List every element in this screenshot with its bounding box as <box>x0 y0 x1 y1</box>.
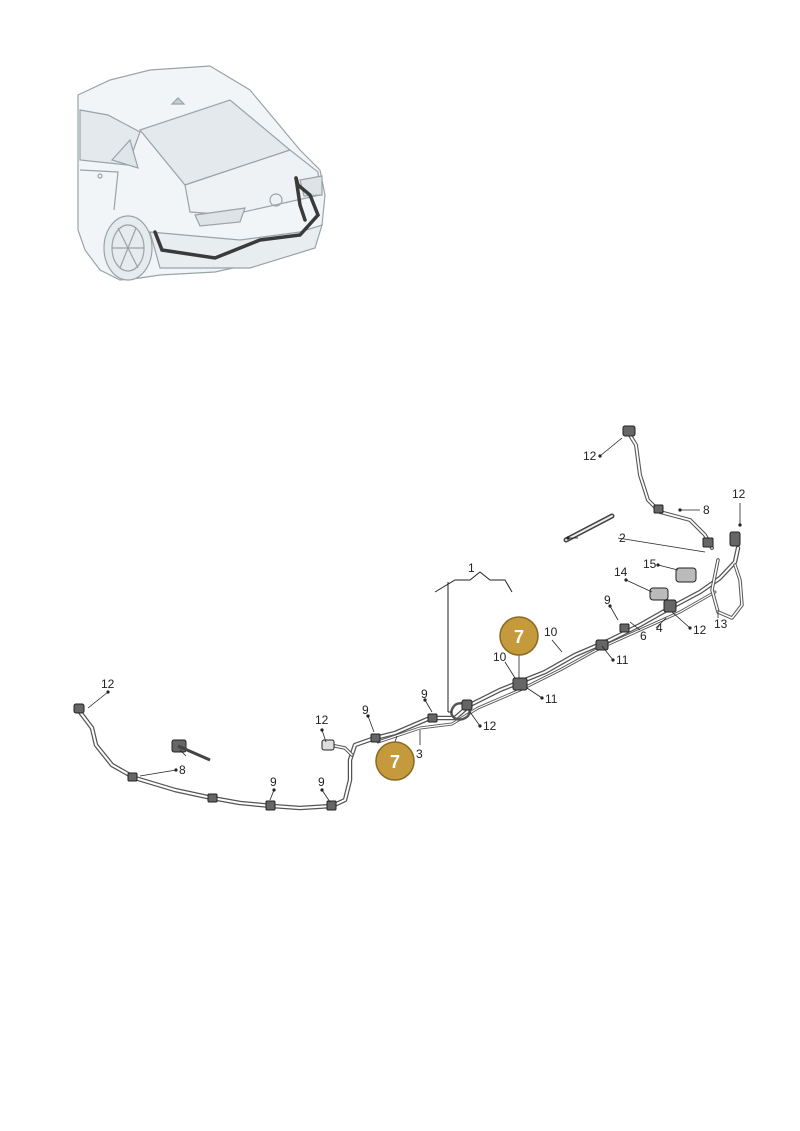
clip <box>461 699 473 711</box>
callout-1: 1 <box>468 561 475 575</box>
callout-11-upper: 11 <box>616 653 629 667</box>
clip <box>427 713 438 723</box>
callout-4: 4 <box>656 621 663 635</box>
connector-top-end <box>622 425 636 437</box>
callout-9-left-mid: 9 <box>362 703 369 717</box>
callout-8-left: 8 <box>179 763 186 777</box>
callout-15: 15 <box>643 557 657 571</box>
connector-block <box>595 639 609 651</box>
callout-9-mid: 9 <box>421 687 428 701</box>
callout-12-mid: 12 <box>483 719 497 733</box>
connector-sensor <box>649 587 669 601</box>
connector-block <box>512 677 528 691</box>
connector-block <box>663 599 677 613</box>
clip <box>702 537 714 548</box>
clip <box>326 800 337 811</box>
connector-plug <box>321 739 335 751</box>
callout-13: 13 <box>714 617 728 631</box>
leader-lines <box>87 437 741 803</box>
clip <box>127 772 138 782</box>
connector-sensor <box>675 567 697 583</box>
clip <box>265 800 276 811</box>
callout-6: 6 <box>640 629 647 643</box>
callout-9-right: 9 <box>604 593 611 607</box>
callout-12-left-mid: 12 <box>315 713 329 727</box>
callout-12-top: 12 <box>583 449 597 463</box>
badge-7-lower: 7 <box>375 735 415 781</box>
callout-2: 2 <box>619 531 626 545</box>
connector-left-end <box>73 703 85 714</box>
clip <box>370 733 381 743</box>
callout-10-lower: 10 <box>493 650 507 664</box>
callout-3: 3 <box>416 747 423 761</box>
callout-14: 14 <box>614 565 628 579</box>
car-thumbnail <box>77 65 326 281</box>
connector-block <box>729 531 741 547</box>
clip <box>619 623 630 633</box>
callout-9-bottom-a: 9 <box>270 775 277 789</box>
badge-7-upper-text: 7 <box>514 627 524 647</box>
callout-11-lower: 11 <box>545 692 558 706</box>
callout-12-left: 12 <box>101 677 115 691</box>
clip <box>207 793 218 803</box>
badge-7-lower-text: 7 <box>390 752 400 772</box>
clip <box>653 504 664 514</box>
main-harness <box>77 430 744 811</box>
callout-10-upper: 10 <box>544 625 558 639</box>
clip-rod <box>177 744 211 762</box>
badge-7-upper: 7 <box>499 616 539 678</box>
bracket-1 <box>434 571 513 713</box>
callout-9-bottom-b: 9 <box>318 775 325 789</box>
callout-labels: 1 2 3 4 6 8 8 9 9 9 9 9 10 10 11 11 12 1… <box>101 449 746 789</box>
car-harness <box>153 176 321 260</box>
leader-dots <box>106 454 742 792</box>
callout-12-right: 12 <box>732 487 746 501</box>
harness-clips <box>73 425 741 811</box>
callout-8-right: 8 <box>703 503 710 517</box>
callout-12-right-low: 12 <box>693 623 707 637</box>
